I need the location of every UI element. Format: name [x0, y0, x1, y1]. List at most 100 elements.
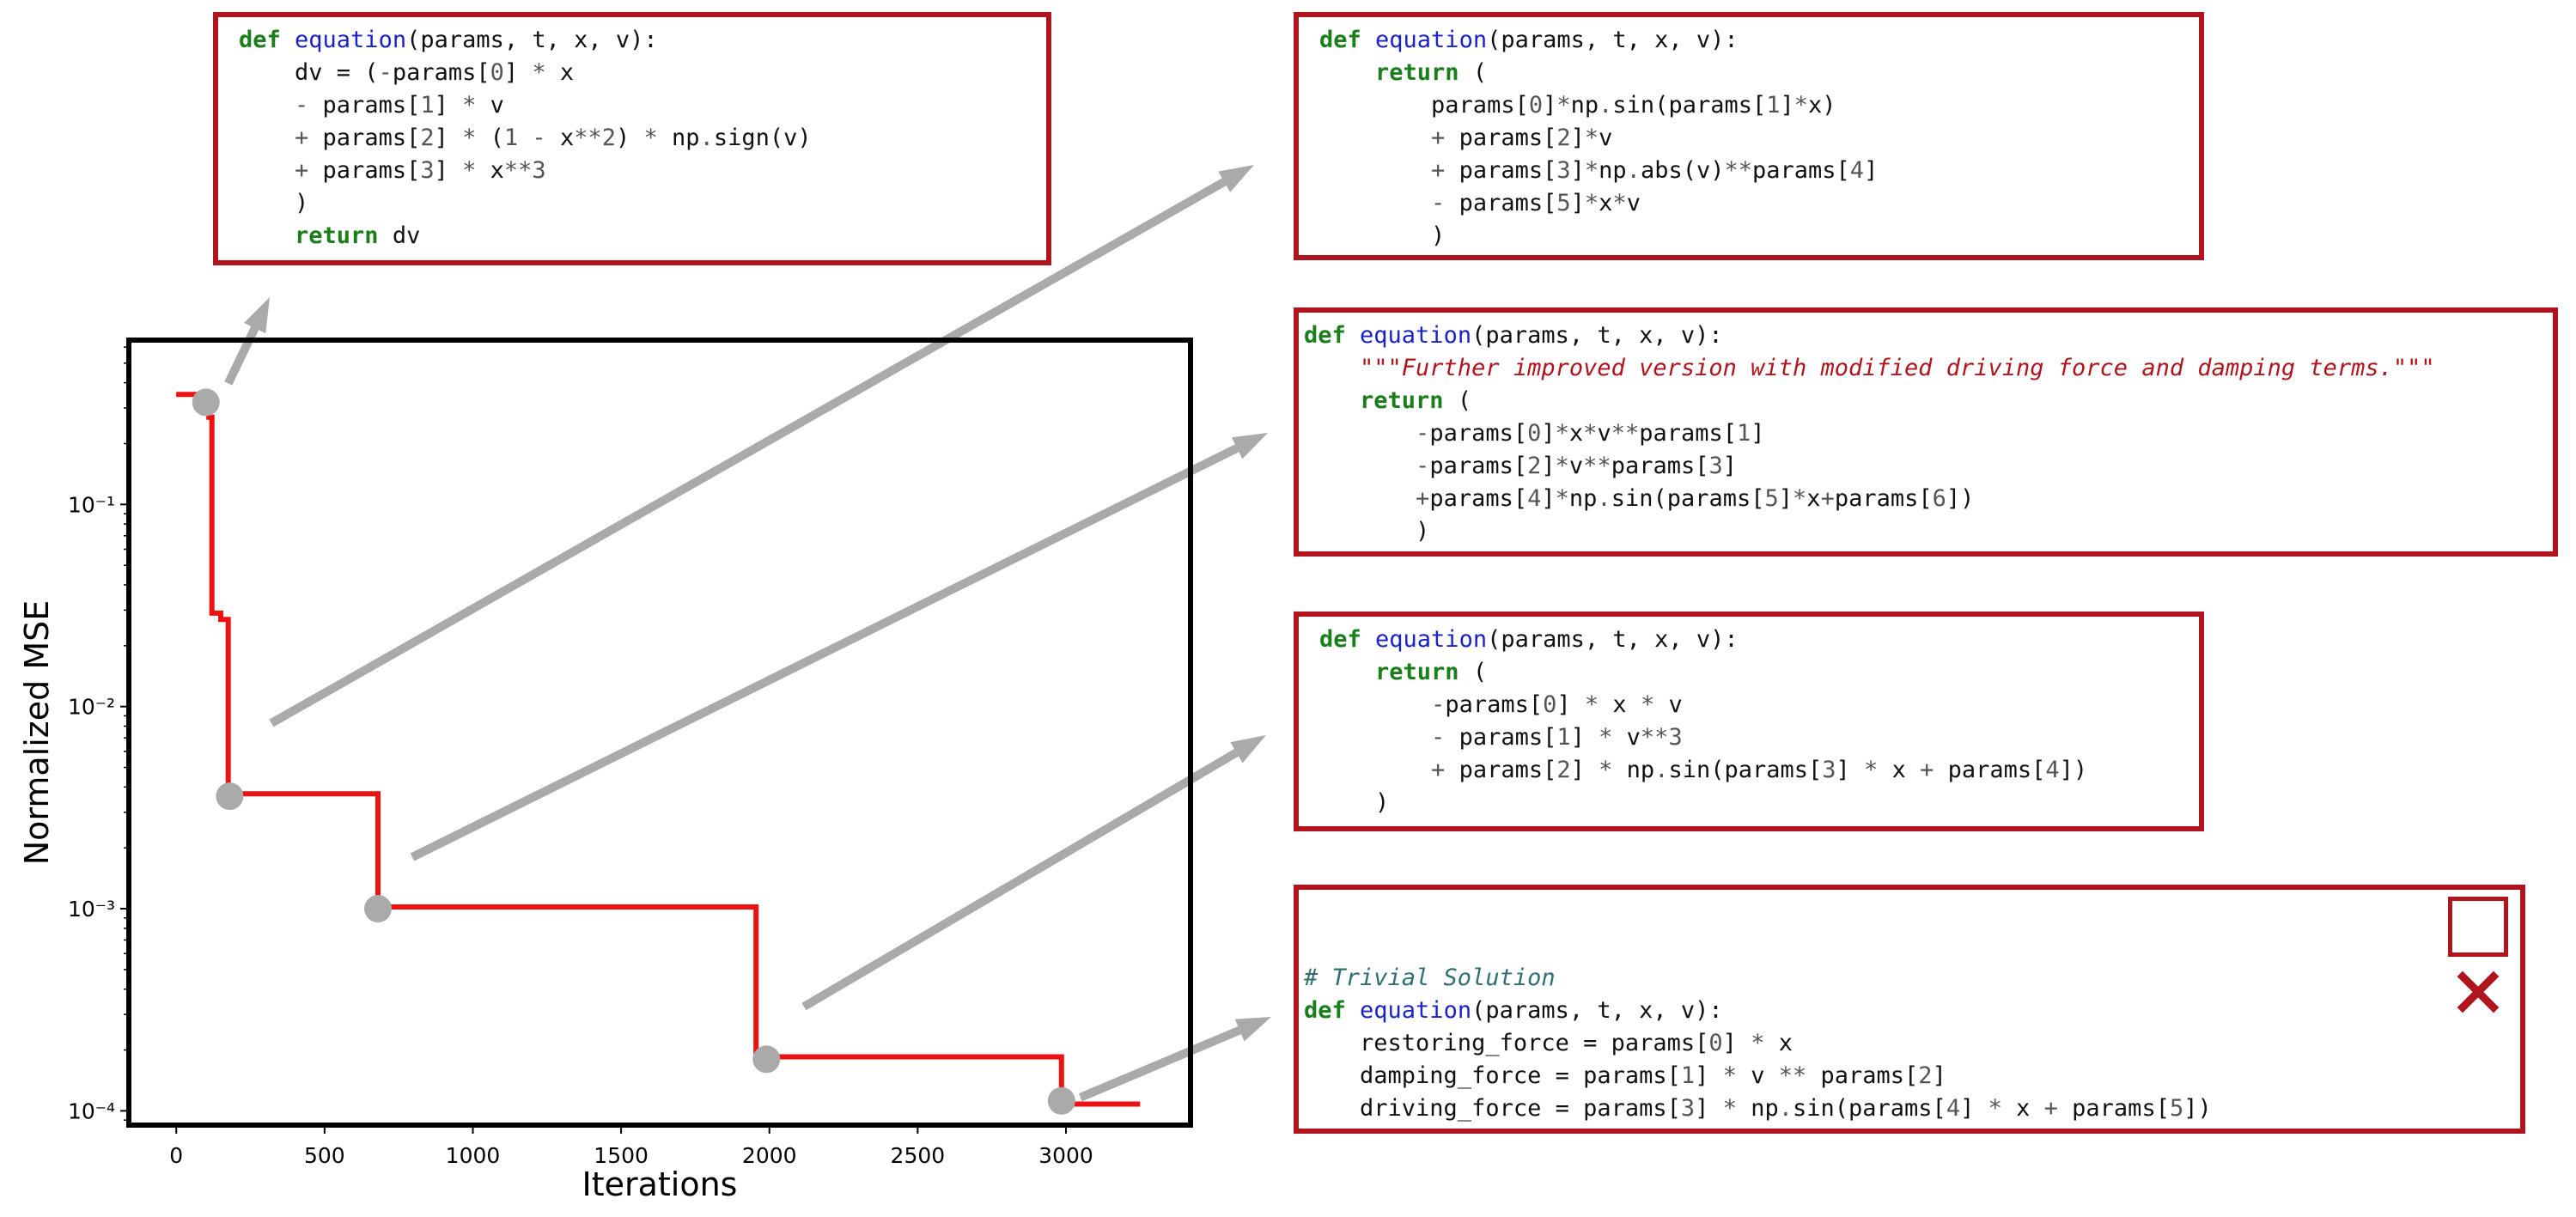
code-token: np — [1568, 485, 1598, 512]
code-token: """Further improved version with modifie… — [1304, 355, 2435, 381]
code-token: ] — [503, 59, 533, 86]
code-token: ]) — [2059, 757, 2088, 783]
code-line: # Trivial Solution — [1304, 962, 2508, 995]
code-token: def — [1304, 997, 1361, 1024]
code-token: * — [462, 157, 477, 184]
code-token: - — [1416, 453, 1430, 479]
code-token: dv = ( — [239, 59, 379, 86]
code-token: v — [1568, 453, 1584, 479]
pointer-arrow-shaft — [1078, 1025, 1242, 1102]
code-token: 2 — [420, 125, 435, 151]
code-token: def — [1319, 27, 1376, 53]
code-token: ] — [434, 157, 463, 184]
code-token: params[ — [2057, 1095, 2170, 1122]
code-token: params[ — [1429, 453, 1528, 479]
code-token: * — [462, 92, 477, 119]
code-token: equation — [1375, 27, 1488, 53]
code-token: ] — [1722, 453, 1738, 479]
code-token: params[ — [1806, 1062, 1919, 1089]
code-token: + — [295, 125, 323, 151]
code-token: sin(params[ — [1668, 757, 1823, 783]
code-line: return dv — [239, 220, 1034, 253]
highlight-point — [364, 895, 393, 923]
code-token: * — [1584, 190, 1599, 216]
plot-frame — [126, 338, 1193, 1128]
code-token — [1319, 157, 1431, 184]
code-token: ) — [1319, 222, 1446, 249]
code-token: ) — [1319, 789, 1390, 816]
code-token: 3 — [1668, 724, 1683, 751]
x-tick-label: 500 — [304, 1143, 345, 1168]
code-token: 2 — [1918, 1062, 1933, 1089]
code-token: ] — [1570, 125, 1585, 151]
code-token: ] — [1836, 757, 1865, 783]
code-token: np — [1736, 1095, 1779, 1122]
code-line: return ( — [1319, 656, 2187, 689]
series-layer — [176, 392, 1141, 1107]
y-tick-label: 10⁻² — [68, 695, 115, 720]
code-token: np — [1612, 757, 1655, 783]
x-tick-label: 3000 — [1038, 1143, 1093, 1168]
code-token: return — [1360, 387, 1444, 414]
code-token: v — [1612, 724, 1641, 751]
code-token: 4 — [1849, 157, 1865, 184]
code-token: params[ — [1459, 125, 1557, 151]
code-token: * — [1793, 92, 1809, 119]
code-token: sign(v) — [713, 125, 812, 151]
code-token: * — [462, 125, 477, 151]
code-token: * — [1599, 757, 1613, 783]
code-token: ( — [1459, 659, 1488, 685]
code-token: * — [1584, 691, 1599, 718]
code-token: ) — [1304, 518, 1430, 545]
code-token: + — [1416, 485, 1430, 512]
code-token: - — [518, 125, 560, 151]
code-token: params[ — [1319, 92, 1529, 119]
code-token: - — [378, 59, 393, 86]
code-token: 0 — [1527, 420, 1542, 447]
code-token: damping_force = params[ — [1304, 1062, 1681, 1089]
pointer-arrow-head — [1234, 1017, 1271, 1042]
code-token: - — [1431, 691, 1446, 718]
code-token: ** — [1778, 1062, 1807, 1089]
code-token: x — [1878, 757, 1921, 783]
code-token: 3 — [420, 157, 435, 184]
code-token: 3 — [1822, 757, 1836, 783]
code-line: + params[2] * np.sin(params[3] * x + par… — [1319, 754, 2187, 787]
code-token: ( — [1459, 59, 1488, 86]
code-token: * — [1722, 1062, 1737, 1089]
pointer-arrow-head — [1218, 165, 1254, 192]
code-token: v — [1736, 1062, 1779, 1089]
code-line: def equation(params, t, x, v): — [1319, 24, 2187, 57]
code-token: ( — [476, 125, 504, 151]
code-token: (params, t, x, v): — [1487, 626, 1739, 653]
code-token — [1319, 190, 1431, 216]
code-line: def equation(params, t, x, v): — [1319, 624, 2187, 656]
code-token: x — [1599, 691, 1641, 718]
code-token — [239, 125, 295, 151]
x-axis-label: Iterations — [582, 1165, 738, 1203]
code-token: ] — [1932, 1062, 1946, 1089]
code-token: abs(v) — [1640, 157, 1725, 184]
code-token: - — [1431, 190, 1459, 216]
code-token: 1 — [1556, 724, 1571, 751]
code-token: + — [295, 157, 323, 184]
code-token — [1319, 691, 1431, 718]
code-token: return — [1375, 59, 1459, 86]
code-token: ) — [616, 125, 644, 151]
x-tick-label: 1000 — [446, 1143, 501, 1168]
code-token: ] — [434, 125, 463, 151]
code-token — [1319, 59, 1375, 86]
code-token: (params, t, x, v): — [406, 27, 658, 53]
code-line: def equation(params, t, x, v): — [1304, 995, 2508, 1027]
code-token: params[ — [322, 92, 421, 119]
code-token: ] — [1864, 157, 1879, 184]
code-token: ] — [1570, 157, 1585, 184]
code-line: damping_force = params[1] * v ** params[… — [1304, 1060, 2508, 1092]
code-token: 5 — [2169, 1095, 2184, 1122]
code-token: v — [1626, 190, 1641, 216]
code-line: + params[2] * (1 - x**2) * np.sign(v) — [239, 122, 1034, 155]
code-token — [1319, 659, 1375, 685]
pointer-arrow-shaft — [801, 748, 1239, 1011]
code-token: (params, t, x, v): — [1471, 322, 1723, 349]
code-token — [239, 222, 295, 249]
